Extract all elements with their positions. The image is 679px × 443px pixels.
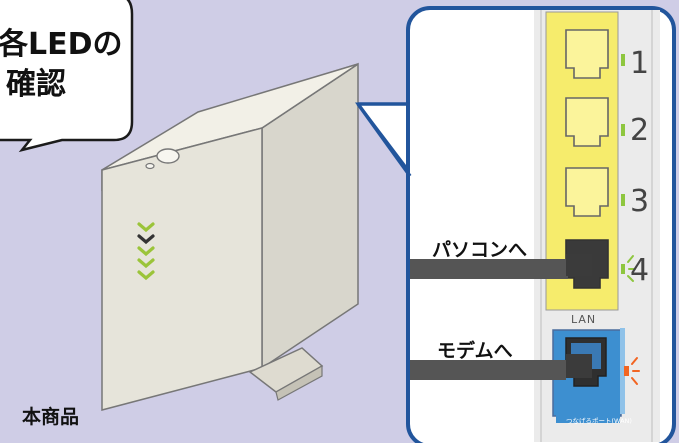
cable-to-pc [410, 254, 592, 279]
warning-led-icon [624, 357, 640, 385]
product-label: 本商品 [22, 406, 80, 428]
callout-line-1: 各LEDの [0, 27, 123, 62]
lan-port-2 [565, 97, 625, 147]
callout-line-2: 確認 [6, 67, 66, 102]
blinking-led-icon [621, 255, 636, 282]
lan-port-3 [565, 167, 625, 217]
port-number-4: 4 [630, 253, 650, 288]
power-button [156, 148, 180, 164]
cable-to-modem [410, 354, 592, 380]
wan-port-label: つなげるポート(WAN) [566, 417, 632, 425]
port-number-2: 2 [630, 113, 650, 148]
lan-label: LAN [571, 313, 597, 326]
callout-bubble [0, 0, 134, 153]
port-number-1: 1 [630, 46, 650, 81]
port-number-3: 3 [630, 184, 650, 219]
to-pc-label: パソコンへ [432, 239, 528, 261]
to-modem-label: モデムへ [437, 340, 513, 362]
lan-port-1 [565, 29, 625, 79]
led-indicators [137, 222, 155, 281]
router-device [101, 62, 359, 411]
